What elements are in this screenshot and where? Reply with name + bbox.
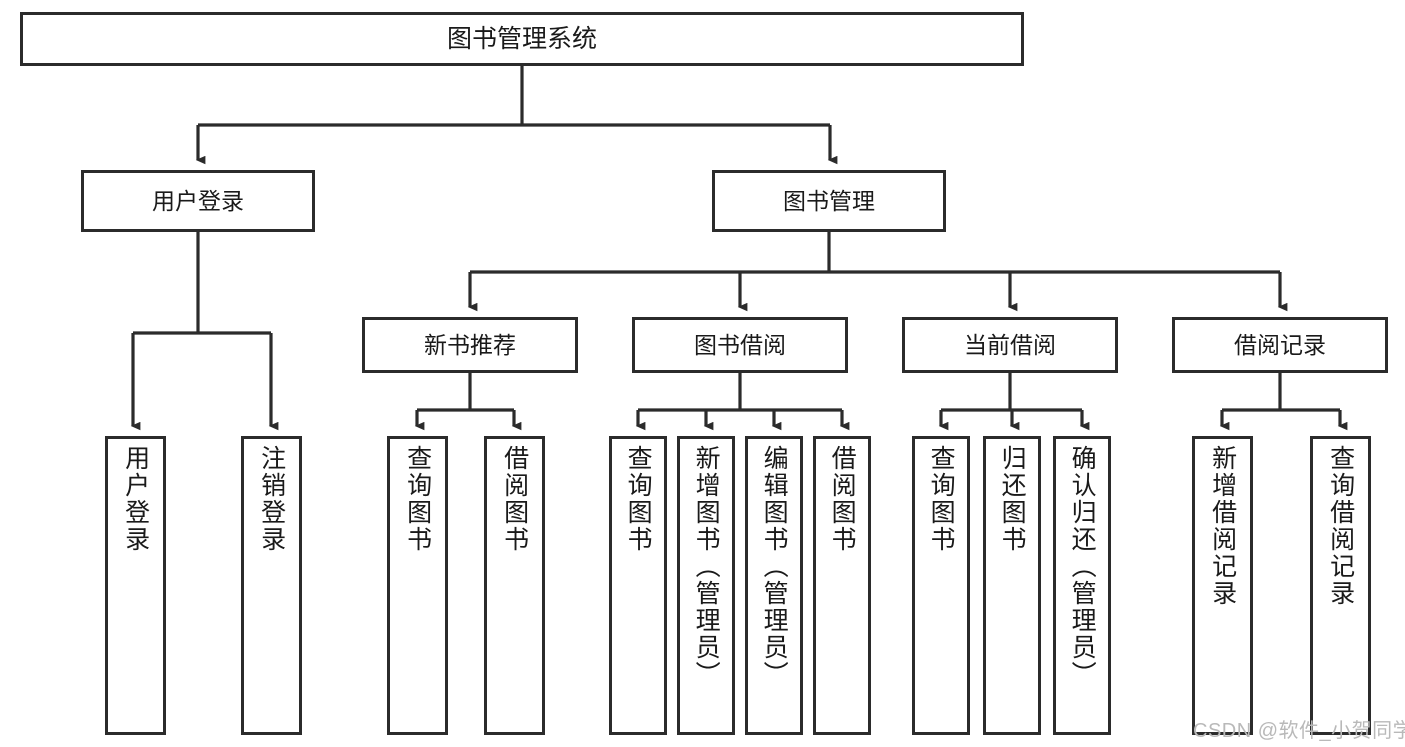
leaf-add-book-admin[interactable]: 新增图书（管理员） (677, 436, 735, 735)
node-label: 借阅图书 (828, 445, 857, 553)
node-user-login[interactable]: 用户登录 (81, 170, 315, 232)
node-label: 图书管理 (783, 187, 875, 214)
node-label: 查询借阅记录 (1326, 445, 1355, 607)
node-label: 借阅记录 (1234, 331, 1326, 358)
node-label: 用户登录 (121, 445, 150, 553)
leaf-user-login[interactable]: 用户登录 (105, 436, 166, 735)
node-label: 查询图书 (624, 445, 653, 553)
leaf-return-book[interactable]: 归还图书 (983, 436, 1041, 735)
node-label: 注销登录 (257, 445, 286, 553)
leaf-borrow-book-recommend[interactable]: 借阅图书 (484, 436, 545, 735)
leaf-query-book-current[interactable]: 查询图书 (912, 436, 970, 735)
node-label: 用户登录 (152, 187, 244, 214)
node-label: 查询图书 (403, 445, 432, 553)
node-label: 编辑图书（管理员） (760, 445, 789, 688)
leaf-query-book-borrow[interactable]: 查询图书 (609, 436, 667, 735)
leaf-add-borrow-record[interactable]: 新增借阅记录 (1192, 436, 1253, 735)
node-label: 图书借阅 (694, 331, 786, 358)
leaf-user-logout[interactable]: 注销登录 (241, 436, 302, 735)
leaf-edit-book-admin[interactable]: 编辑图书（管理员） (745, 436, 803, 735)
node-label: 新增图书（管理员） (692, 445, 721, 688)
node-new-book-recommend[interactable]: 新书推荐 (362, 317, 578, 373)
leaf-query-borrow-record[interactable]: 查询借阅记录 (1310, 436, 1371, 735)
leaf-query-book-recommend[interactable]: 查询图书 (387, 436, 448, 735)
node-label: 借阅图书 (500, 445, 529, 553)
leaf-confirm-return-admin[interactable]: 确认归还（管理员） (1053, 436, 1111, 735)
node-label: 确认归还（管理员） (1068, 445, 1097, 688)
node-label: 新增借阅记录 (1208, 445, 1237, 607)
node-label: 查询图书 (927, 445, 956, 553)
node-label: 图书管理系统 (446, 24, 597, 53)
watermark: CSDN @软件_小贺同学 (1193, 720, 1405, 742)
node-book-borrow[interactable]: 图书借阅 (632, 317, 848, 373)
leaf-borrow-book[interactable]: 借阅图书 (813, 436, 871, 735)
node-borrow-record[interactable]: 借阅记录 (1172, 317, 1388, 373)
node-label: 当前借阅 (964, 331, 1056, 358)
node-book-manage[interactable]: 图书管理 (712, 170, 946, 232)
node-label: 新书推荐 (424, 331, 516, 358)
node-root-system[interactable]: 图书管理系统 (20, 12, 1024, 66)
node-label: 归还图书 (998, 445, 1027, 553)
node-current-borrow[interactable]: 当前借阅 (902, 317, 1118, 373)
